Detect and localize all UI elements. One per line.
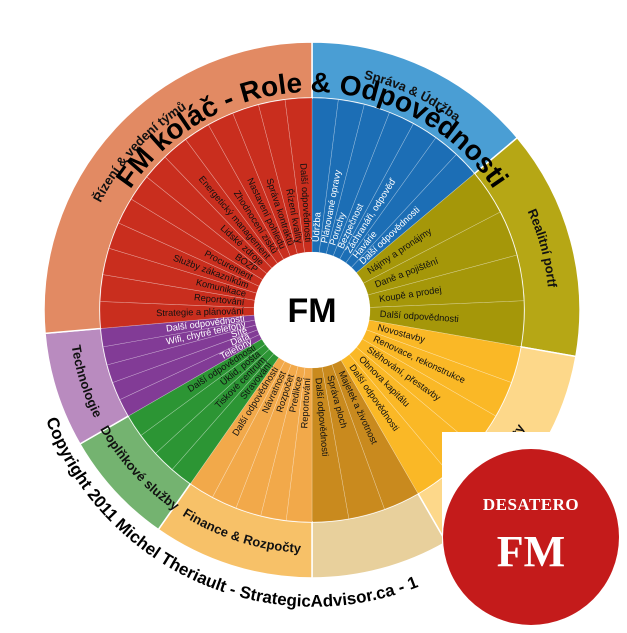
badge-line1: DESATERO bbox=[483, 495, 579, 514]
center-label: FM bbox=[287, 292, 336, 330]
badge-line2: FM bbox=[497, 527, 565, 576]
desatero-badge: DESATERO FM bbox=[442, 432, 627, 628]
item-label: Sítě bbox=[230, 325, 249, 340]
center-circle bbox=[254, 252, 370, 368]
item-label: Údržba bbox=[311, 211, 323, 242]
item-label: Strategie a plánování bbox=[156, 306, 244, 318]
item-label: Reportování bbox=[299, 377, 312, 429]
